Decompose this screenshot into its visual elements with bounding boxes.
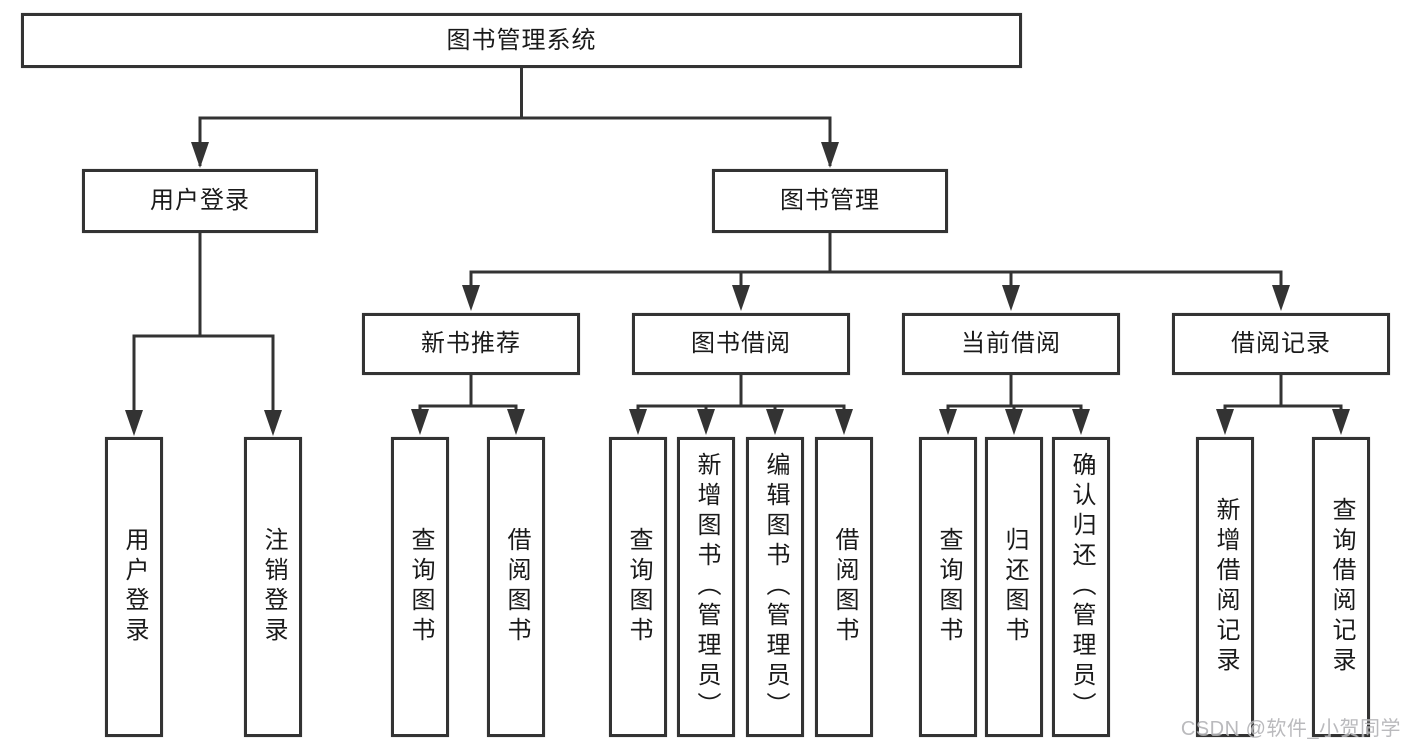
node-user-login-label: 用户登录 <box>150 187 250 214</box>
arrow-down-icon <box>821 142 839 168</box>
leaf-query-books-borrow: 查询图书 <box>609 437 667 737</box>
leaf-add-books-admin-label: 新增图书（管理员） <box>693 452 720 722</box>
edge-recommend-to-children <box>418 375 518 420</box>
leaf-borrow-books-recommend: 借阅图书 <box>487 437 545 737</box>
leaf-user-login: 用户登录 <box>105 437 163 737</box>
leaf-user-login-label: 用户登录 <box>121 527 148 647</box>
edge-login-to-children <box>132 233 275 422</box>
leaf-query-books-borrow-label: 查询图书 <box>625 527 652 647</box>
leaf-edit-books-admin: 编辑图书（管理员） <box>746 437 804 737</box>
leaf-logout-label: 注销登录 <box>260 527 287 647</box>
arrow-down-icon <box>507 409 525 435</box>
arrow-down-icon <box>462 285 480 311</box>
arrow-down-icon <box>1332 409 1350 435</box>
edge-records-to-children <box>1223 375 1343 420</box>
arrow-down-icon <box>125 410 143 436</box>
leaf-query-books-recommend-label: 查询图书 <box>407 527 434 647</box>
arrow-down-icon <box>629 409 647 435</box>
arrowheads <box>125 142 1350 436</box>
arrow-down-icon <box>766 409 784 435</box>
leaf-add-books-admin: 新增图书（管理员） <box>677 437 735 737</box>
arrow-down-icon <box>411 409 429 435</box>
node-book-management-label: 图书管理 <box>780 187 880 214</box>
arrow-down-icon <box>939 409 957 435</box>
node-new-book-recommend-label: 新书推荐 <box>421 330 521 357</box>
leaf-edit-books-admin-label: 编辑图书（管理员） <box>762 452 789 722</box>
leaf-return-books: 归还图书 <box>985 437 1043 737</box>
edge-root-to-level2 <box>198 68 832 166</box>
arrow-down-icon <box>697 409 715 435</box>
node-book-borrow-label: 图书借阅 <box>691 330 791 357</box>
watermark: CSDN @软件_小贺同学 <box>1180 718 1401 740</box>
edge-mgmt-to-level3 <box>469 233 1283 296</box>
arrow-down-icon <box>1272 285 1290 311</box>
arrow-down-icon <box>1216 409 1234 435</box>
arrow-down-icon <box>264 410 282 436</box>
leaf-query-borrow-record: 查询借阅记录 <box>1312 437 1370 737</box>
node-new-book-recommend: 新书推荐 <box>362 313 580 375</box>
leaf-return-books-label: 归还图书 <box>1001 527 1028 647</box>
leaf-borrow-books-label: 借阅图书 <box>831 527 858 647</box>
arrow-down-icon <box>1072 409 1090 435</box>
leaf-confirm-return-admin: 确认归还（管理员） <box>1052 437 1110 737</box>
leaf-confirm-return-admin-label: 确认归还（管理员） <box>1068 452 1095 722</box>
arrow-down-icon <box>732 285 750 311</box>
leaf-query-books-recommend: 查询图书 <box>391 437 449 737</box>
node-user-login: 用户登录 <box>82 169 318 233</box>
leaf-query-books-current: 查询图书 <box>919 437 977 737</box>
node-borrow-records-label: 借阅记录 <box>1231 330 1331 357</box>
leaf-query-books-current-label: 查询图书 <box>935 527 962 647</box>
node-current-borrow-label: 当前借阅 <box>961 330 1061 357</box>
edge-borrow-to-children <box>636 375 846 420</box>
arrow-down-icon <box>835 409 853 435</box>
arrow-down-icon <box>1002 285 1020 311</box>
leaf-logout: 注销登录 <box>244 437 302 737</box>
leaf-add-borrow-record-label: 新增借阅记录 <box>1212 497 1239 677</box>
node-current-borrow: 当前借阅 <box>902 313 1120 375</box>
leaf-add-borrow-record: 新增借阅记录 <box>1196 437 1254 737</box>
node-borrow-records: 借阅记录 <box>1172 313 1390 375</box>
leaf-borrow-books: 借阅图书 <box>815 437 873 737</box>
node-book-management: 图书管理 <box>712 169 948 233</box>
leaf-query-borrow-record-label: 查询借阅记录 <box>1328 497 1355 677</box>
leaf-borrow-books-recommend-label: 借阅图书 <box>503 527 530 647</box>
node-book-borrow: 图书借阅 <box>632 313 850 375</box>
arrow-down-icon <box>1005 409 1023 435</box>
arrow-down-icon <box>191 142 209 168</box>
node-root: 图书管理系统 <box>21 13 1022 68</box>
node-root-label: 图书管理系统 <box>446 26 597 54</box>
